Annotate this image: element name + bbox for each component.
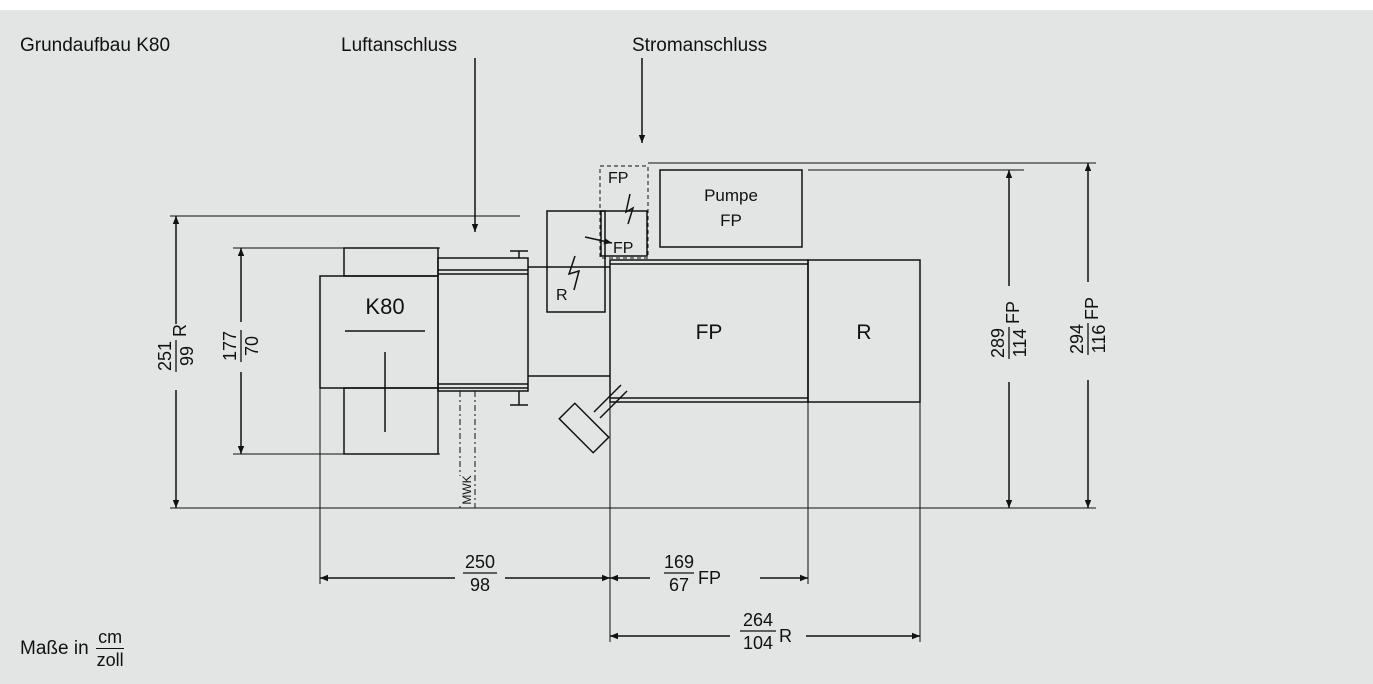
ctrl-fp-dashed-label: FP	[608, 170, 628, 187]
air-connection-label: Luftanschluss	[341, 35, 458, 56]
dim-289-suffix: FP	[1003, 301, 1023, 324]
dim-177-den: 70	[242, 336, 262, 356]
control-cabinet-fp-dashed	[599, 165, 649, 259]
control-cabinet-r	[546, 210, 606, 313]
pump-label-line1: Pumpe	[704, 186, 758, 205]
mwk-marker	[459, 391, 476, 508]
dim-251-suffix: R	[170, 324, 190, 337]
diagram-title: Grundaufbau K80	[20, 35, 171, 56]
pump-unit	[659, 169, 803, 248]
dim-294-den: 116	[1089, 325, 1109, 354]
dim-251-den: 99	[177, 346, 197, 366]
conveyor	[437, 250, 610, 406]
dim-289-num: 289	[988, 328, 1008, 358]
dim-251-num: 251	[155, 341, 175, 371]
control-cabinet-fp	[600, 210, 648, 257]
units-prefix: Maße in	[20, 637, 89, 659]
dim-177-num: 177	[220, 331, 240, 361]
ctrl-fp-label: FP	[613, 240, 633, 257]
dim-250-den: 98	[470, 575, 490, 595]
dim-250-num: 250	[465, 552, 495, 572]
units-denominator: zoll	[96, 650, 124, 670]
ctrl-r-label: R	[556, 287, 568, 304]
fp-machine-label: FP	[696, 321, 723, 344]
units-fraction: cm zoll	[95, 628, 126, 669]
dim-289-den: 114	[1010, 329, 1030, 358]
dim-294-suffix: FP	[1082, 297, 1102, 320]
power-connection-label: Stromanschluss	[632, 35, 768, 56]
pump-label-line2: FP	[720, 211, 742, 230]
dim-264-den: 104	[743, 633, 773, 653]
k80-unit	[319, 247, 439, 455]
dim-169-den: 67	[669, 575, 689, 595]
units-note: Maße in cm zoll	[20, 628, 126, 669]
k80-label: K80	[365, 294, 404, 319]
lightning-icon	[567, 193, 635, 291]
dim-169-num: 169	[664, 552, 694, 572]
dim-294-num: 294	[1067, 324, 1087, 354]
dim-264-num: 264	[743, 610, 773, 630]
mwk-label: MWK	[460, 475, 474, 504]
r-machine-label: R	[856, 321, 871, 344]
dim-169-suffix: FP	[698, 568, 721, 588]
operator-panel	[558, 384, 628, 454]
dim-264-suffix: R	[779, 626, 792, 646]
units-numerator: cm	[96, 627, 125, 649]
machine-r	[807, 259, 921, 403]
